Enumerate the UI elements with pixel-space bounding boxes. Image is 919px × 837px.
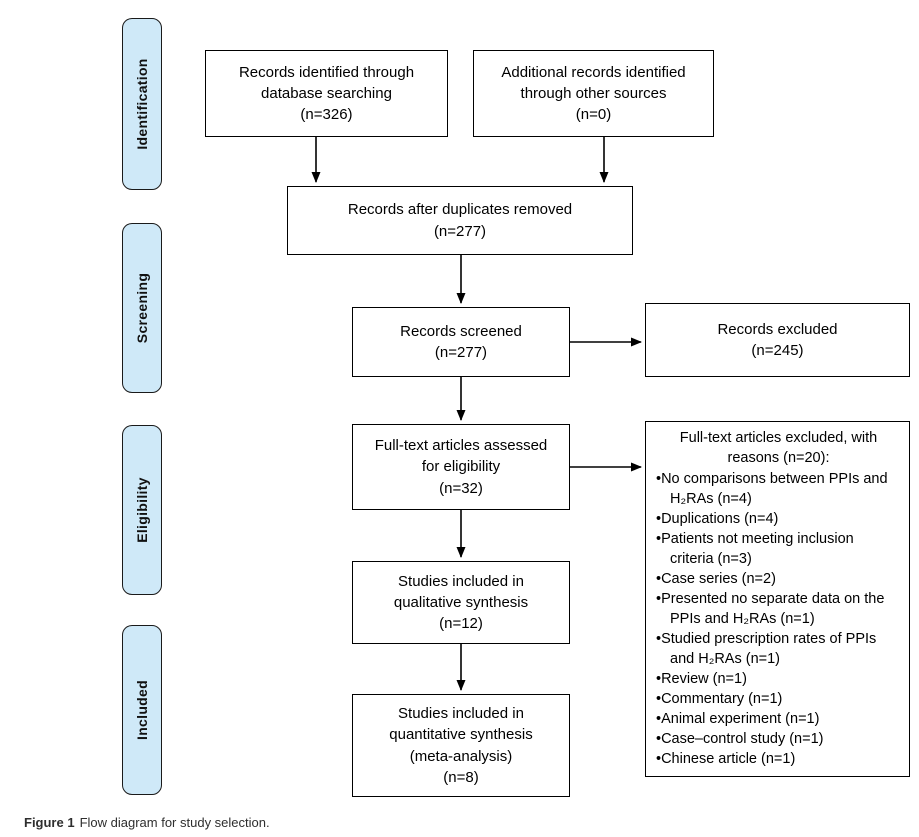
box-records-identified-label: Records identified through database sear… xyxy=(238,63,415,124)
box-fulltext-excluded: Full-text articles excluded, with reason… xyxy=(645,421,910,777)
exclusion-reason-item: Commentary (n=1) xyxy=(656,689,901,709)
stage-eligibility: Eligibility xyxy=(122,425,162,595)
box-records-screened-label: Records screened (n=277) xyxy=(400,322,522,361)
exclusion-reason-item: No comparisons between PPIs and H₂RAs (n… xyxy=(656,469,901,509)
box-records-screened: Records screened (n=277) xyxy=(352,307,570,377)
stage-screening: Screening xyxy=(122,223,162,393)
box-additional-records-label: Additional records identified through ot… xyxy=(501,63,686,124)
stage-identification-label: Identification xyxy=(134,58,150,150)
exclusion-reason-item: Animal experiment (n=1) xyxy=(656,709,901,729)
box-fulltext-excluded-heading: Full-text articles excluded, with reason… xyxy=(679,430,878,466)
stage-included-label: Included xyxy=(134,680,150,740)
box-records-excluded-label: Records excluded (n=245) xyxy=(717,320,838,359)
exclusion-reason-item: Presented no separate data on the PPIs a… xyxy=(656,589,901,629)
stage-eligibility-label: Eligibility xyxy=(134,477,150,543)
exclusion-reason-item: Review (n=1) xyxy=(656,669,901,689)
exclusion-reasons-list: No comparisons between PPIs and H₂RAs (n… xyxy=(656,469,901,769)
box-qualitative-synthesis: Studies included in qualitative synthesi… xyxy=(352,561,570,644)
stage-included: Included xyxy=(122,625,162,795)
figure-caption: Figure 1 Flow diagram for study selection… xyxy=(24,815,270,830)
box-records-excluded: Records excluded (n=245) xyxy=(645,303,910,377)
stage-screening-label: Screening xyxy=(134,272,150,344)
exclusion-reason-item: Case–control study (n=1) xyxy=(656,729,901,749)
exclusion-reason-item: Patients not meeting inclusion criteria … xyxy=(656,529,901,569)
box-quantitative-synthesis: Studies included in quantitative synthes… xyxy=(352,694,570,797)
exclusion-reason-item: Duplications (n=4) xyxy=(656,509,901,529)
box-fulltext-assessed-label: Full-text articles assessed for eligibil… xyxy=(374,437,548,497)
figure-caption-number: Figure 1 xyxy=(24,815,75,830)
box-records-identified: Records identified through database sear… xyxy=(205,50,448,137)
exclusion-reason-item: Case series (n=2) xyxy=(656,569,901,589)
box-duplicates-removed-label: Records after duplicates removed (n=277) xyxy=(347,201,573,240)
exclusion-reason-item: Chinese article (n=1) xyxy=(656,749,901,769)
figure-caption-text: Flow diagram for study selection. xyxy=(79,815,270,830)
exclusion-reason-item: Studied prescription rates of PPIs and H… xyxy=(656,629,901,669)
box-quantitative-synthesis-label: Studies included in quantitative synthes… xyxy=(389,704,533,786)
box-fulltext-assessed: Full-text articles assessed for eligibil… xyxy=(352,424,570,510)
stage-identification: Identification xyxy=(122,18,162,190)
box-additional-records: Additional records identified through ot… xyxy=(473,50,714,137)
box-duplicates-removed: Records after duplicates removed (n=277) xyxy=(287,186,633,255)
box-qualitative-synthesis-label: Studies included in qualitative synthesi… xyxy=(393,572,529,633)
